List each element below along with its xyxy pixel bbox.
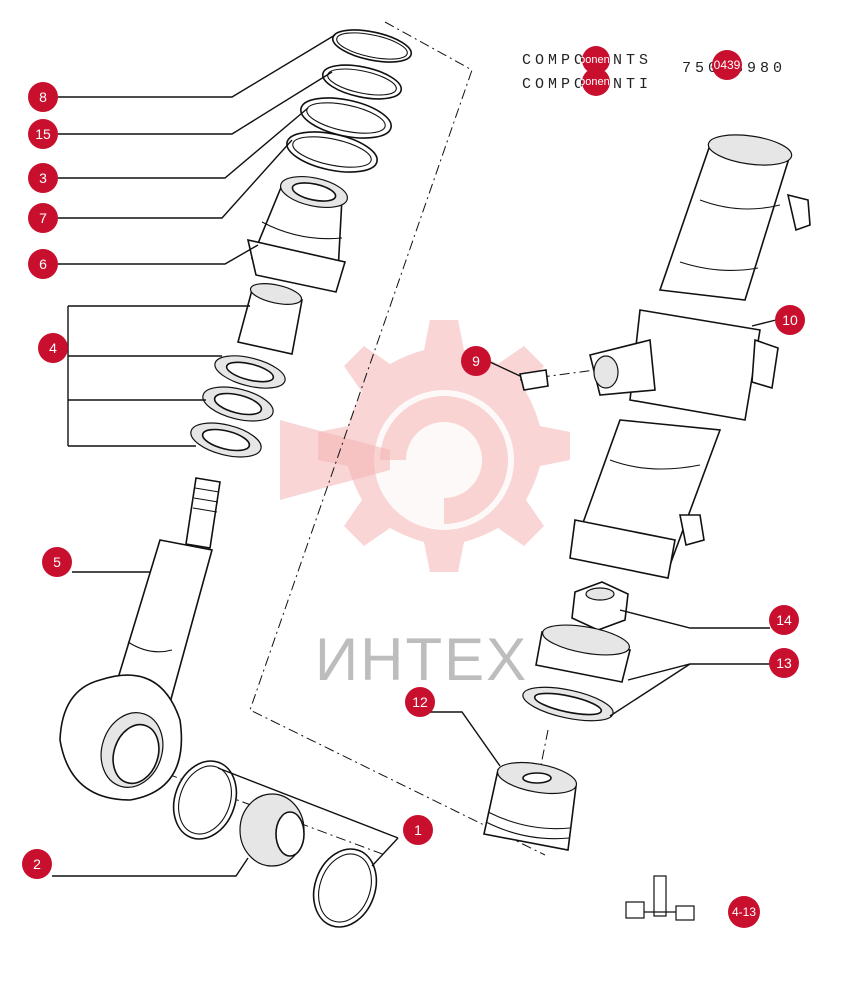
svg-text:9: 9 (472, 353, 480, 369)
piston-rod-5 (59, 477, 221, 801)
seal-4c (190, 422, 262, 458)
watermark-text: ИНТЕХ (315, 626, 528, 693)
cylinder-barrel-10 (569, 134, 811, 579)
circlip-1a (172, 760, 238, 840)
ring-15 (321, 64, 403, 100)
svg-text:10: 10 (782, 312, 798, 328)
piston-12 (483, 761, 578, 851)
seal-4a (214, 355, 286, 389)
svg-text:13: 13 (776, 655, 792, 671)
svg-text:3: 3 (39, 170, 47, 186)
header-badge-1 (582, 46, 610, 74)
cylinder-symbol-icon (625, 875, 695, 921)
callout-4[interactable]: 4 (38, 333, 68, 363)
svg-text:6: 6 (39, 256, 47, 272)
header-badge-3 (712, 50, 742, 80)
page-code-badge: 4-13 (728, 896, 760, 928)
grease-nipple-9 (519, 369, 549, 391)
watermark-gear-logo (280, 320, 570, 572)
callout-7[interactable]: 7 (28, 203, 58, 233)
bushing-4 (237, 283, 303, 355)
ring-8 (331, 29, 413, 63)
sleeve-13 (535, 624, 631, 683)
svg-text:2: 2 (33, 856, 41, 872)
spherical-bearing-2 (239, 793, 305, 867)
svg-text:7: 7 (39, 210, 47, 226)
callout-15[interactable]: 15 (28, 119, 58, 149)
seal-4b (202, 386, 274, 422)
header-badge-1-text: ponent (579, 54, 613, 66)
callout-13[interactable]: 13 (769, 648, 799, 678)
leader-lines (52, 34, 777, 877)
callout-9[interactable]: 9 (461, 346, 491, 376)
header: COMPONENTS COMPONENTI 75043980 ponent po… (522, 46, 782, 96)
watermark: ИНТЕХ (280, 320, 570, 693)
circlip-1b (312, 848, 378, 928)
callout-10[interactable]: 10 (775, 305, 805, 335)
svg-text:1: 1 (414, 822, 422, 838)
callout-2[interactable]: 2 (22, 849, 52, 879)
header-badge-3-text: 0439 (714, 58, 741, 72)
callout-14[interactable]: 14 (769, 605, 799, 635)
header-badge-2 (582, 68, 610, 96)
header-badge-2-text: ponent (579, 76, 613, 88)
svg-text:14: 14 (776, 612, 792, 628)
seal-13 (522, 686, 614, 722)
nut-14 (571, 581, 629, 631)
callout-5[interactable]: 5 (42, 547, 72, 577)
svg-text:4: 4 (49, 340, 57, 356)
callout-12[interactable]: 12 (405, 687, 435, 717)
callout-8[interactable]: 8 (28, 82, 58, 112)
callout-1[interactable]: 1 (403, 815, 433, 845)
svg-text:5: 5 (53, 554, 61, 570)
svg-text:8: 8 (39, 89, 47, 105)
callout-6[interactable]: 6 (28, 249, 58, 279)
ring-7 (286, 131, 378, 173)
piston-head-6 (246, 175, 348, 293)
svg-text:15: 15 (35, 126, 51, 142)
callout-3[interactable]: 3 (28, 163, 58, 193)
page-code: 4-13 (732, 905, 756, 919)
callouts: 8 15 3 7 6 4 5 2 1 9 10 14 13 12 4-13 (22, 82, 805, 928)
svg-text:12: 12 (412, 694, 428, 710)
